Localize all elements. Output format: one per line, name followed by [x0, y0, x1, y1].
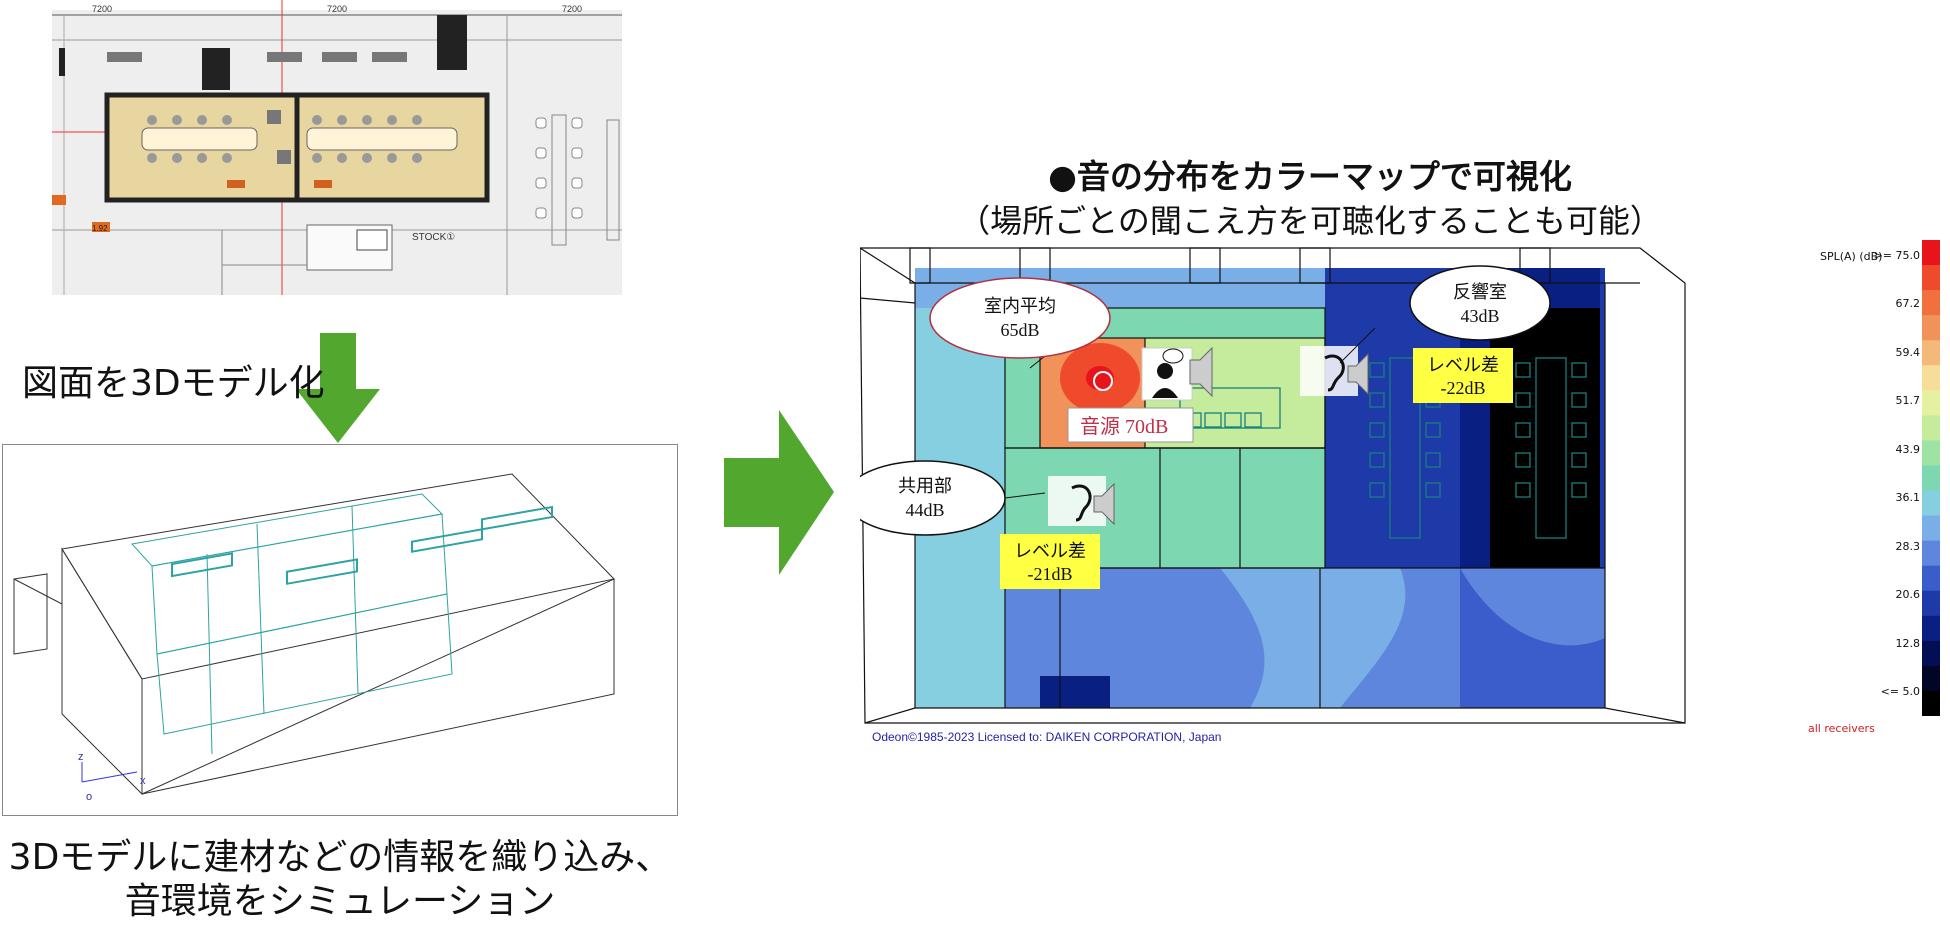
bubble-reverb-line1: 反響室 [1453, 282, 1507, 302]
legend-swatch [1922, 640, 1940, 667]
legend-swatch [1922, 315, 1940, 341]
legend-swatch [1922, 390, 1940, 416]
legend-swatch [1922, 565, 1940, 592]
copyright-text: Odeon©1985-2023 Licensed to: DAIKEN CORP… [872, 730, 1221, 744]
legend-tick-label: <= 5.0 [1880, 685, 1920, 698]
legend-swatch [1922, 515, 1940, 542]
bubble-common-line2: 44dB [905, 500, 944, 520]
source-label: 音源 70dB [1080, 415, 1168, 438]
axis-o-label: o [86, 791, 92, 803]
axis-z-label: z [78, 751, 84, 763]
level-diff-1-line1: レベル差 [1427, 355, 1499, 375]
legend-tick-label: 20.6 [1895, 588, 1921, 602]
legend-tick-label: 67.2 [1895, 297, 1921, 311]
level-diff-1-line2: -22dB [1441, 378, 1486, 398]
legend-color-bar [1922, 240, 1940, 716]
bubble-reverb-line2: 43dB [1460, 306, 1499, 326]
source-marker [1093, 371, 1113, 391]
all-receivers-label: all receivers [1808, 722, 1875, 735]
legend-ticks: >= 75.0 67.2 59.4 51.7 43.9 36.1 28.3 20.6 12.8 <… [1874, 240, 1922, 716]
caption-simulate-line1: 3Dモデルに建材などの情報を織り込み、 [8, 837, 672, 878]
legend-tick-label: 28.3 [1895, 539, 1921, 553]
legend-tick-label: 51.7 [1895, 394, 1921, 408]
legend-title: SPL(A) (dB) [1820, 250, 1883, 263]
plan-dim-1: 7200 [92, 4, 112, 14]
legend-tick-label: >= 75.0 [1873, 249, 1920, 262]
legend-swatch [1922, 440, 1940, 466]
bubble-common-line1: 共用部 [898, 476, 952, 496]
heading-sub: （場所ごとの聞こえ方を可聴化することも可能） [958, 202, 1662, 240]
bubble-room-avg: 室内平均 65dB [929, 277, 1111, 369]
ear-icon-reverb [1300, 346, 1369, 396]
legend-swatch [1922, 615, 1940, 642]
level-diff-2-line2: -21dB [1028, 564, 1073, 584]
legend-swatch [1922, 665, 1940, 692]
speaker-person-icon [1141, 346, 1213, 401]
bubble-reverb: 反響室 43dB [1339, 265, 1551, 364]
level-diff-box-1: レベル差 -22dB [1413, 348, 1513, 403]
legend-swatch [1922, 490, 1940, 517]
plan-dim-label: 1.92 [92, 224, 108, 233]
ear-icon-common [1048, 476, 1115, 526]
legend-swatch [1922, 590, 1940, 617]
legend-swatch [1922, 265, 1940, 291]
source-label-box [1067, 407, 1194, 443]
right-arrow [724, 410, 834, 575]
legend-tick-label: 12.8 [1895, 636, 1921, 650]
legend-swatch [1922, 290, 1940, 316]
legend-swatch [1922, 465, 1940, 492]
legend-tick-label: 36.1 [1895, 491, 1921, 505]
down-arrow [296, 333, 380, 443]
legend-tick-label: 43.9 [1895, 442, 1921, 456]
legend-swatch [1922, 365, 1940, 391]
legend-swatch [1922, 415, 1940, 441]
axis-x-label: x [140, 775, 146, 787]
caption-to-model: 図面を3Dモデル化 [22, 363, 325, 404]
wireframe-model: z x o [2, 444, 678, 816]
caption-simulate: 3Dモデルに建材などの情報を織り込み、 音環境をシミュレーション [0, 836, 680, 924]
legend-tick-label: 59.4 [1895, 345, 1921, 359]
plan-stock-label: STOCK① [412, 232, 455, 243]
bubble-common: 共用部 44dB [860, 460, 1046, 536]
legend-swatch [1922, 690, 1940, 716]
legend-swatch [1922, 540, 1940, 567]
heading-main: ●音の分布をカラーマップで可視化 [1048, 157, 1572, 196]
floor-plan: 7200 7200 7200 STOCK① 1.92 [52, 0, 622, 295]
sound-color-map: 音源 70dB 室内平均 65dB 反響室 43dB 共用部 44dB [860, 247, 1686, 744]
plan-dim-3: 7200 [562, 4, 582, 14]
level-diff-box-2: レベル差 -21dB [1000, 534, 1100, 589]
level-diff-2-line1: レベル差 [1014, 541, 1086, 561]
legend-swatch [1922, 240, 1940, 266]
plan-dim-2: 7200 [327, 4, 347, 14]
legend-swatch [1922, 340, 1940, 366]
caption-simulate-line2: 音環境をシミュレーション [124, 881, 556, 922]
bubble-room-avg-line2: 65dB [1000, 320, 1039, 340]
bubble-room-avg-line1: 室内平均 [984, 296, 1056, 316]
